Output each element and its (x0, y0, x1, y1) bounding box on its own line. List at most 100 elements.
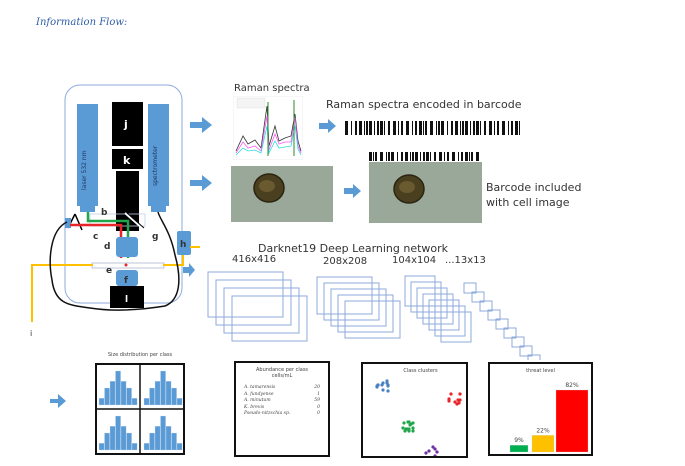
cluster-point (427, 449, 431, 453)
hist-bar (176, 398, 183, 406)
feature-map (519, 345, 533, 357)
barcode-bar (351, 121, 352, 135)
class-name: A. fundyense (244, 391, 274, 397)
condenser-f (116, 270, 138, 286)
svg-text:l: l (125, 295, 128, 305)
class-count: 1 (317, 391, 320, 397)
cluster-point (424, 451, 428, 455)
svg-text:c: c (93, 232, 98, 242)
barcode-bar (511, 121, 513, 135)
hist-bar (115, 415, 121, 451)
barcode-bar (471, 152, 473, 161)
svg-text:d: d (104, 242, 110, 252)
hist-bar (131, 443, 138, 451)
barcode-bar (508, 121, 509, 135)
barcode-bar (434, 152, 436, 161)
cluster-point (433, 454, 437, 456)
objective-d (116, 237, 138, 257)
feature-map (410, 281, 442, 313)
barcode-bar (397, 152, 398, 161)
svg-text:i: i (30, 329, 32, 338)
svg-text:f: f (124, 276, 128, 286)
cluster-point (408, 423, 412, 427)
hist-bar (176, 443, 183, 451)
class-name: K. brevis (244, 404, 265, 410)
barcode-bar (502, 121, 505, 135)
barcode-bar (412, 152, 414, 161)
feature-map (463, 282, 477, 294)
cluster-point (376, 383, 380, 387)
cluster-point (458, 392, 462, 396)
barcode-bar (401, 152, 403, 161)
arrow-icon (190, 117, 212, 133)
barcode-bar (470, 121, 471, 135)
class-name: A. tamarensis (244, 385, 276, 390)
barcode-bar (465, 152, 468, 161)
barcode-bar (419, 121, 422, 135)
barcode-bar (423, 121, 424, 135)
hist-bar (154, 381, 161, 406)
cluster-point (381, 388, 385, 392)
lens-k (112, 149, 143, 169)
network-layers (207, 271, 541, 360)
barcode-bar (458, 152, 459, 161)
light-l (110, 286, 144, 308)
hist-bar (143, 443, 150, 451)
barcode-bar (415, 152, 418, 161)
hist-bar (126, 432, 132, 451)
hist-bar (98, 398, 105, 406)
fiber-cable (49, 211, 180, 311)
barcode-bar (398, 121, 399, 135)
barcode-bar (377, 121, 379, 135)
hist-bar (109, 426, 116, 451)
hist-bar (160, 415, 166, 451)
feature-map (404, 275, 436, 307)
cluster-point (449, 392, 453, 396)
barcode-bar (444, 152, 445, 161)
hist-bar (149, 432, 155, 451)
class-count: 0 (317, 404, 320, 410)
cell-caption: Barcode included with cell image (486, 181, 582, 209)
hist-bar (165, 381, 172, 406)
barcode-bar (388, 152, 390, 161)
barcode-bar (369, 121, 372, 135)
feature-map (487, 309, 501, 321)
barcode-bar (473, 121, 475, 135)
cluster-point (402, 421, 406, 425)
feature-map (479, 300, 493, 312)
barcode-bar (415, 121, 417, 135)
cluster-point (457, 401, 461, 405)
barcode-bar (438, 121, 440, 135)
cluster-point (386, 384, 390, 388)
network-title: Darknet19 Deep Learning network (258, 242, 449, 255)
class-clusters-panel: Class clusters (361, 362, 468, 458)
class-name: Pseudo-nitzschia sp. (244, 411, 291, 416)
barcode-bar (373, 152, 374, 161)
svg-text:j: j (123, 118, 128, 131)
barcode-bar (393, 121, 396, 135)
hist-bar (120, 381, 127, 406)
feature-map (223, 287, 300, 334)
raman-spectra-label: Raman spectra (234, 83, 310, 94)
class-name: A. minutum (244, 398, 271, 403)
threat-bar (531, 435, 555, 453)
feature-map (503, 327, 517, 339)
feature-map (471, 291, 485, 303)
cluster-point (411, 426, 415, 430)
laser-nozzle (80, 206, 95, 212)
hist-bar (104, 432, 110, 451)
barcode-bar (451, 121, 453, 135)
cluster-point (403, 429, 407, 433)
cell-image (231, 166, 333, 222)
hist-bar (149, 387, 155, 406)
hist-bar (171, 387, 177, 406)
svg-text:h: h (180, 240, 186, 250)
abundance-panel: Abundance per class cells/mL A. tamarens… (234, 361, 330, 457)
cluster-point (431, 445, 435, 449)
arrow-icon (50, 394, 66, 408)
feature-map (434, 305, 466, 337)
barcode-bar (452, 152, 455, 161)
threat-bar-label: 82% (565, 382, 579, 389)
